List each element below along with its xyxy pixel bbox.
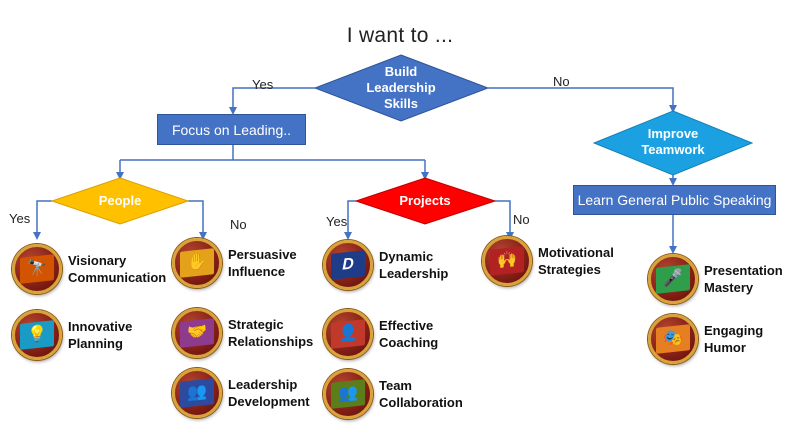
- connector-people-no: [188, 200, 207, 240]
- dynamic-flag: D: [331, 250, 365, 280]
- path-label: Motivational Strategies: [538, 244, 614, 278]
- projects-no-label: No: [513, 212, 530, 227]
- path-engaging-humor[interactable]: 🎭 Engaging Humor: [648, 314, 763, 364]
- crowd-flag: 🙌: [490, 246, 524, 276]
- decision-projects-shape: [354, 177, 497, 225]
- people-flag: 👥: [180, 378, 214, 408]
- page-title: I want to ...: [346, 24, 454, 47]
- path-label-line2: Influence: [228, 264, 286, 279]
- path-label-line1: Engaging: [704, 323, 764, 338]
- connector-people-yes: [33, 200, 52, 240]
- connector-projects-yes: [344, 200, 356, 240]
- presentation-icon: 🎤: [648, 254, 698, 304]
- path-team-collaboration[interactable]: 👥 Team Collaboration: [323, 369, 463, 419]
- path-label-line2: Relationships: [228, 334, 314, 349]
- decision-root-line1: Build: [384, 64, 418, 79]
- path-label: Engaging Humor: [704, 322, 763, 356]
- decision-root-label: Build Leadership Skills: [355, 64, 447, 112]
- decision-teamwork-line1: Improve: [647, 126, 699, 141]
- dynamic-d-icon: D: [323, 240, 373, 290]
- decision-root-line3: Skills: [384, 96, 418, 111]
- handshake-icon: 🤝: [172, 308, 222, 358]
- persuasion-flag: ✋: [180, 248, 214, 278]
- people-yes-label: Yes: [9, 211, 31, 226]
- path-label-line1: Persuasive: [228, 247, 297, 262]
- path-label-line1: Leadership: [228, 377, 298, 392]
- decision-teamwork-label: Improve Teamwork: [628, 126, 718, 158]
- decision-root-line2: Leadership: [366, 80, 436, 95]
- path-label-line1: Presentation: [704, 263, 783, 278]
- path-label: Effective Coaching: [379, 317, 438, 351]
- decision-root-shape: [313, 54, 490, 122]
- path-label: Visionary Communication: [68, 252, 166, 286]
- telescope-icon: 🔭: [12, 244, 62, 294]
- coaching-icon: 👤: [323, 309, 373, 359]
- connector-projects-no: [495, 200, 514, 240]
- path-label-line1: Innovative: [68, 319, 133, 334]
- connector-root-yes: [229, 87, 315, 115]
- path-label-line1: Effective: [379, 318, 434, 333]
- path-visionary-communication[interactable]: 🔭 Visionary Communication: [12, 244, 166, 294]
- people-no-label: No: [230, 217, 247, 232]
- telescope-flag: 🔭: [20, 254, 54, 284]
- path-innovative-planning[interactable]: 💡 Innovative Planning: [12, 310, 132, 360]
- decision-teamwork-line2: Teamwork: [641, 142, 705, 157]
- path-persuasive-influence[interactable]: ✋ Persuasive Influence: [172, 238, 297, 288]
- connector-root-no: [488, 87, 677, 113]
- team-icon: 👥: [323, 369, 373, 419]
- path-label: Strategic Relationships: [228, 316, 313, 350]
- decision-projects-label: Projects: [399, 193, 451, 208]
- path-label-line2: Humor: [704, 340, 746, 355]
- path-label: Team Collaboration: [379, 377, 463, 411]
- public-speaking-box: Learn General Public Speaking: [573, 185, 776, 215]
- path-label: Dynamic Leadership: [379, 248, 448, 282]
- lightbulb-flag: 💡: [20, 320, 54, 350]
- path-leadership-development[interactable]: 👥 Leadership Development: [172, 368, 310, 418]
- decision-teamwork-shape: [592, 110, 754, 176]
- presentation-flag: 🎤: [656, 264, 690, 294]
- focus-on-leading-box: Focus on Leading..: [157, 114, 306, 145]
- path-label-line1: Team: [379, 378, 412, 393]
- persuasion-icon: ✋: [172, 238, 222, 288]
- path-label-line1: Strategic: [228, 317, 284, 332]
- path-strategic-relationships[interactable]: 🤝 Strategic Relationships: [172, 308, 313, 358]
- root-no-label: No: [553, 74, 570, 89]
- path-label-line2: Mastery: [704, 280, 754, 295]
- path-dynamic-leadership[interactable]: D Dynamic Leadership: [323, 240, 448, 290]
- projects-yes-label: Yes: [326, 214, 348, 229]
- path-label-line1: Motivational: [538, 245, 614, 260]
- handshake-flag: 🤝: [180, 318, 214, 348]
- path-label-line2: Leadership: [379, 266, 449, 281]
- path-label: Innovative Planning: [68, 318, 132, 352]
- path-label-line2: Communication: [68, 270, 167, 285]
- decision-people-label: People: [98, 193, 142, 208]
- path-label-line2: Strategies: [538, 262, 601, 277]
- path-presentation-mastery[interactable]: 🎤 Presentation Mastery: [648, 254, 783, 304]
- path-label-line2: Planning: [68, 336, 123, 351]
- path-label-line2: Development: [228, 394, 310, 409]
- path-label: Presentation Mastery: [704, 262, 783, 296]
- root-yes-label: Yes: [252, 77, 274, 92]
- people-icon: 👥: [172, 368, 222, 418]
- lightbulb-icon: 💡: [12, 310, 62, 360]
- masks-flag: 🎭: [656, 324, 690, 354]
- coaching-flag: 👤: [331, 319, 365, 349]
- path-label-line1: Dynamic: [379, 249, 434, 264]
- path-label-line2: Collaboration: [379, 395, 463, 410]
- path-label-line2: Coaching: [379, 335, 439, 350]
- team-flag: 👥: [331, 379, 365, 409]
- path-motivational-strategies[interactable]: 🙌 Motivational Strategies: [482, 236, 614, 286]
- path-effective-coaching[interactable]: 👤 Effective Coaching: [323, 309, 438, 359]
- path-label: Leadership Development: [228, 376, 310, 410]
- crowd-icon: 🙌: [482, 236, 532, 286]
- path-label-line1: Visionary: [68, 253, 127, 268]
- path-label: Persuasive Influence: [228, 246, 297, 280]
- decision-people-shape: [50, 177, 190, 225]
- masks-icon: 🎭: [648, 314, 698, 364]
